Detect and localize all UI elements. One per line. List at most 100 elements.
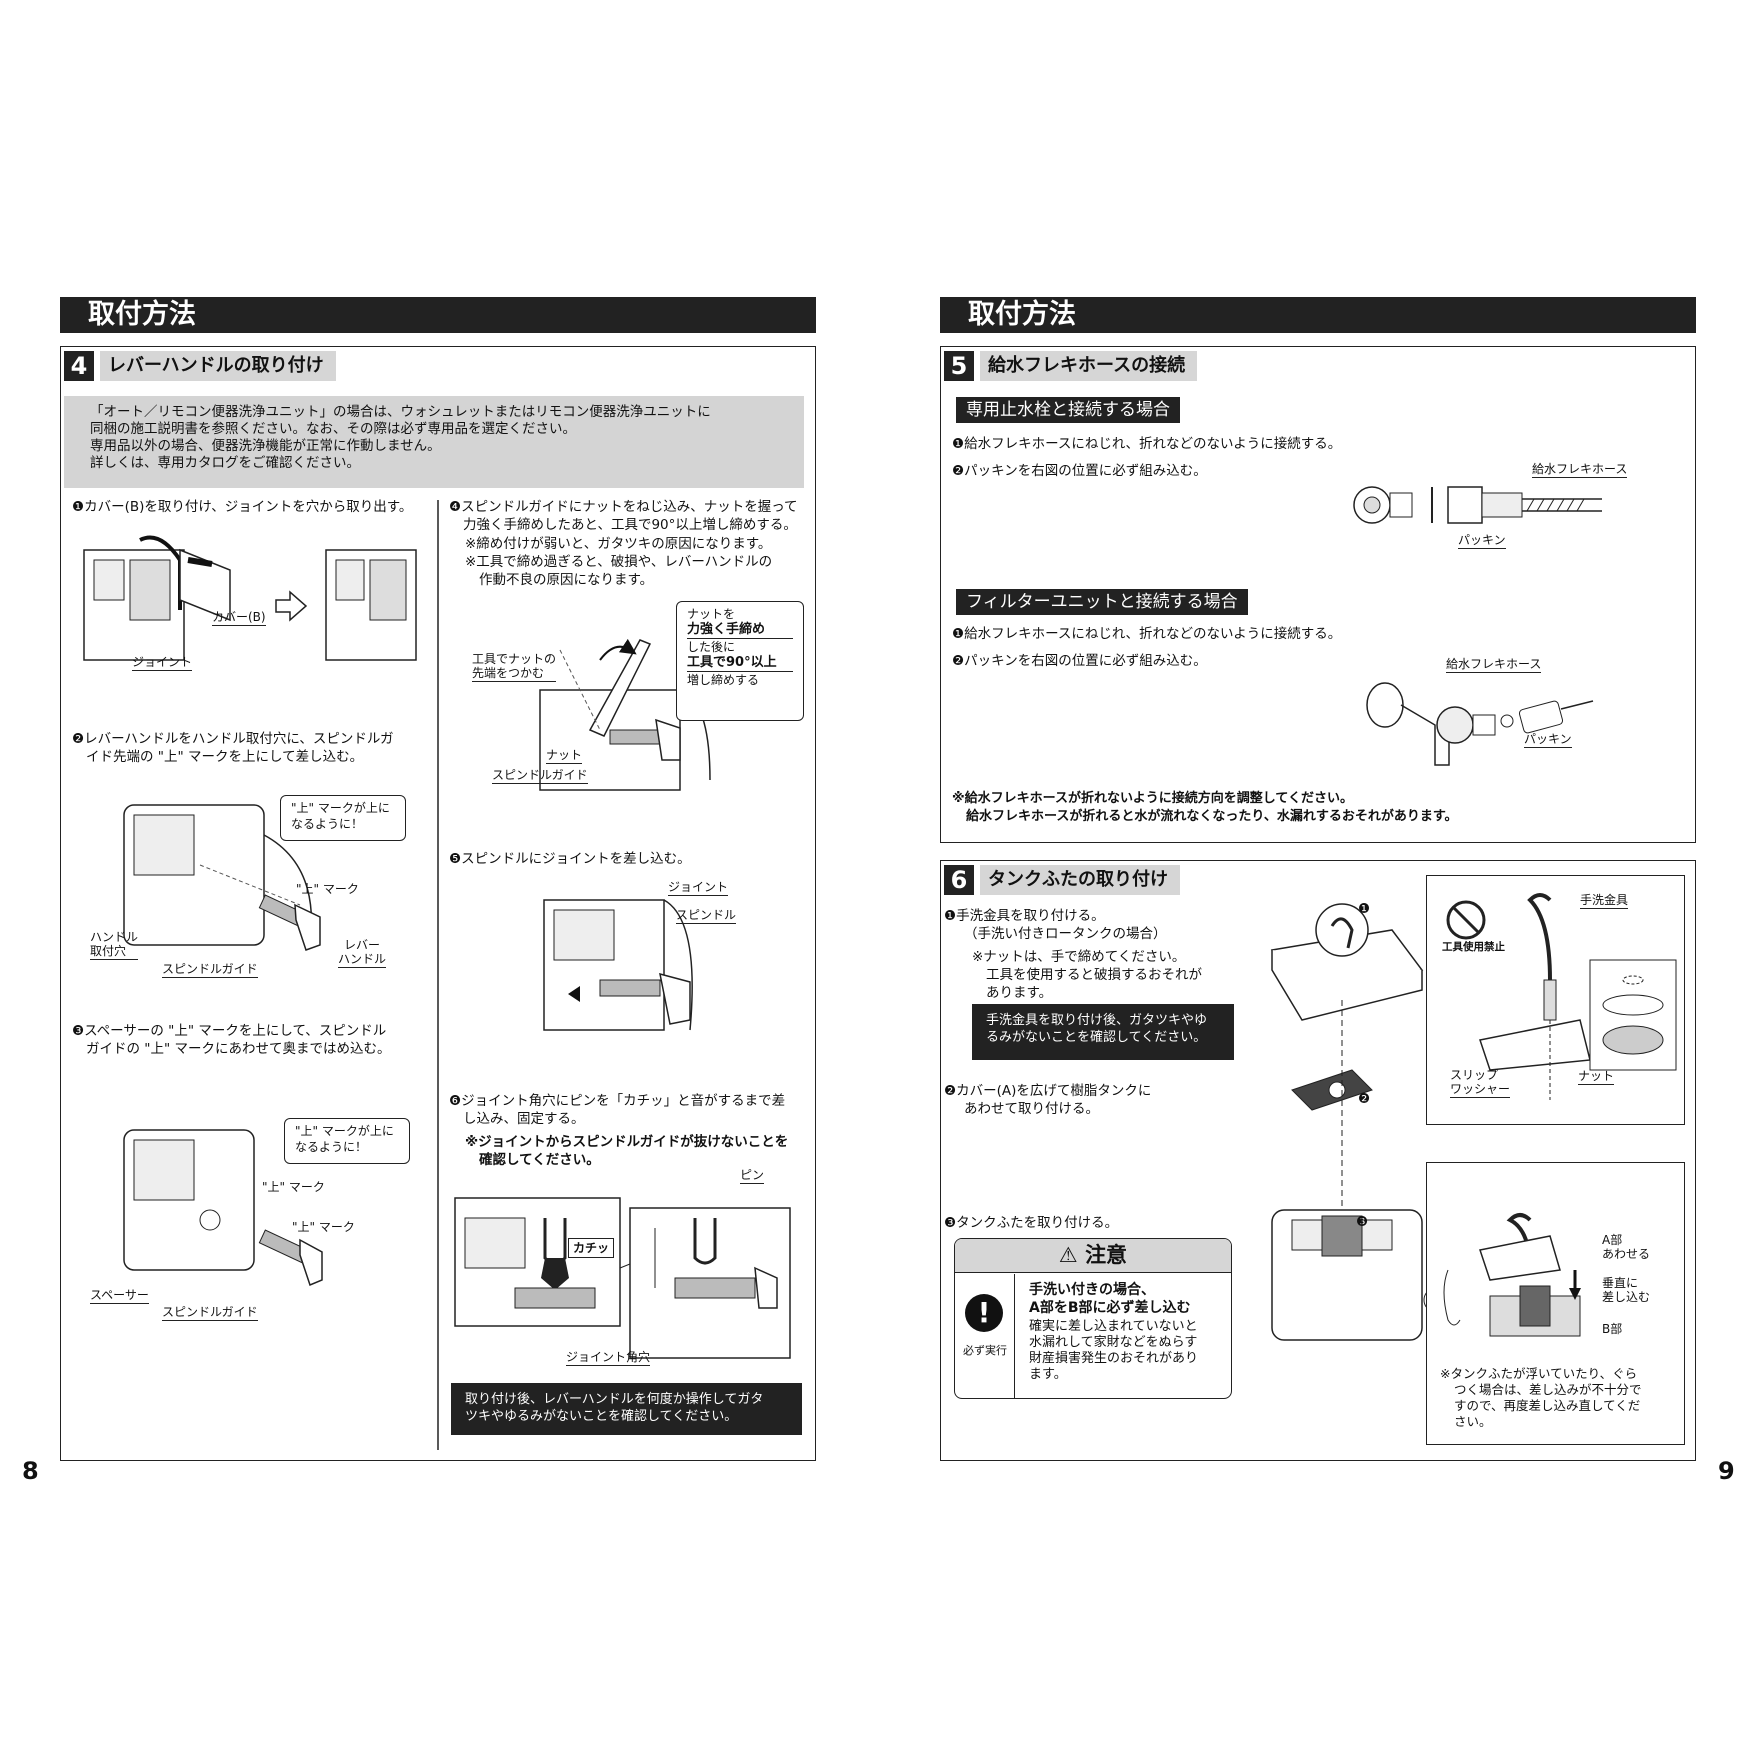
label-spindle-guide: スピンドルガイド	[162, 962, 258, 978]
note-line: ※ジョイントからスピンドルガイドが抜けないことを	[465, 1134, 789, 1150]
step-6-line: し込み、固定する。	[463, 1111, 585, 1127]
s6-check-note: 手洗金具を取り付け後、ガタツキやゆ るみがないことを確認してください。	[972, 1004, 1234, 1060]
label-cover-b: カバー(B)	[212, 610, 266, 626]
bubble-line: 増し締めする	[687, 673, 760, 687]
caution-text: 確実に差し込まれていないと	[1029, 1319, 1198, 1334]
label-insert-vertical: 垂直に 差し込む	[1602, 1276, 1650, 1304]
note-line: 「オート／リモコン便器洗浄ユニット」の場合は、ウォシュレットまたはリモコン便器洗…	[90, 404, 711, 420]
page-number-8: 8	[22, 1457, 39, 1485]
auto-remote-note: 「オート／リモコン便器洗浄ユニット」の場合は、ウォシュレットまたはリモコン便器洗…	[64, 396, 804, 488]
bubble-line: 工具で90°以上	[687, 655, 793, 672]
label-line: A部	[1602, 1233, 1623, 1247]
callout-2: ❷	[1358, 1091, 1371, 1107]
detail-2-illustration	[1443, 1213, 1581, 1337]
label-up-mark: "上" マーク	[296, 882, 359, 896]
caution-text: 水漏れして家財などをぬらす	[1029, 1335, 1198, 1350]
step-6-notes: ※ジョイントからスピンドルガイドが抜けないことを 確認してください。	[465, 1133, 815, 1169]
label-joint-square-hole: ジョイント角穴	[566, 1350, 651, 1366]
step-5-illustration	[543, 899, 693, 1031]
step-3-text: ❸スペーサーの "上" マークを上にして、スピンドル ガイドの "上" マークに…	[72, 1022, 432, 1058]
caution-headline: A部をB部に必ず差し込む	[1029, 1300, 1191, 1316]
sub-head-dedicated-valve: 専用止水栓と接続する場合	[956, 397, 1180, 423]
step-3-line: ❸スペーサーの "上" マークを上にして、スピンドル	[72, 1023, 387, 1039]
section-title: 給水フレキホースの接続	[980, 351, 1198, 381]
label-part-a: A部 あわせる	[1602, 1233, 1650, 1261]
step-4-bubble: ナットを 力強く手締め した後に 工具で90°以上 増し締めする	[676, 601, 804, 721]
right-page-header: 取付方法	[940, 297, 1696, 333]
s6-step-1-text: ❶手洗金具を取り付ける。 （手洗い付きロータンクの場合）	[944, 907, 1244, 943]
label-spindle: スピンドル	[676, 908, 737, 924]
section-number: 4	[64, 351, 94, 381]
label-line: 差し込む	[1602, 1290, 1651, 1304]
step-line: ❷パッキンを右図の位置に必ず組み込む。	[952, 463, 1207, 479]
section-4-heading: 4 レバーハンドルの取り付け	[64, 349, 336, 383]
label-click: カチッ	[568, 1238, 615, 1258]
step-4-line: ❹スピンドルガイドにナットをねじ込み、ナットを握って	[449, 499, 798, 515]
step-4-illustration	[539, 638, 711, 791]
sub2-illustration	[1366, 682, 1594, 766]
step-3-illustration	[123, 1129, 323, 1287]
step-line: ❶給水フレキホースにねじれ、折れなどのないように接続する。	[952, 626, 1342, 642]
caution-box: ⚠ 注意 ! 必ず実行 手洗い付きの場合、 A部をB部に必ず差し込む 確実に差し…	[954, 1238, 1232, 1399]
bubble-line: "上" マークが上に	[291, 801, 390, 815]
label-hose-1: 給水フレキホース	[1532, 462, 1628, 478]
label-line: 工具でナットの	[472, 652, 557, 666]
step-6-illustration	[454, 1197, 791, 1359]
left-page-header: 取付方法	[60, 297, 816, 333]
step-3-line: ガイドの "上" マークにあわせて奥まではめ込む。	[86, 1041, 391, 1057]
note-line: ツキやゆるみがないことを確認してください。	[465, 1409, 738, 1424]
column-divider	[437, 500, 439, 1450]
step-2-line: ❷レバーハンドルをハンドル取付穴に、スピンドルガ	[72, 731, 394, 747]
caution-header: ⚠ 注意	[955, 1239, 1231, 1273]
label-no-tool: 工具使用禁止	[1442, 941, 1505, 953]
note-line: 同梱の施工説明書を参照ください。なお、その際は必ず専用品を選定ください。	[90, 421, 576, 437]
step-line: ❶給水フレキホースにねじれ、折れなどのないように接続する。	[952, 436, 1342, 452]
bubble-line: "上" マークが上に	[295, 1124, 394, 1138]
label-nut: ナット	[546, 748, 583, 764]
section-title: レバーハンドルの取り付け	[100, 351, 336, 381]
bubble-line: ナットを	[687, 607, 736, 621]
sub1-illustration	[1353, 486, 1602, 524]
caution-text: ます。	[1029, 1367, 1067, 1382]
detail-1-illustration	[1446, 893, 1677, 1100]
caution-text: 財産損害発生のおそれがあり	[1029, 1351, 1199, 1366]
sub-head-filter-unit: フィルターユニットと接続する場合	[956, 589, 1248, 615]
note-line: 手洗金具を取り付け後、ガタツキやゆ	[986, 1013, 1208, 1028]
section-5-heading: 5 給水フレキホースの接続	[944, 349, 1198, 383]
label-lever-handle: レバー ハンドル	[338, 938, 387, 968]
detail-2-note: ※タンクふたが浮いていたり、ぐら つく場合は、差し込みが不十分で すので、再度差…	[1440, 1366, 1680, 1430]
must-label: 必ず実行	[963, 1344, 1007, 1357]
label-line: ワッシャー	[1450, 1082, 1511, 1096]
note-line: すので、再度差し込み直してくだ	[1454, 1398, 1641, 1413]
page-number-9: 9	[1718, 1457, 1735, 1485]
step-6-text: ❻ジョイント角穴にピンを「カチッ」と音がするまで差 し込み、固定する。	[449, 1092, 809, 1128]
label-line: スリップ	[1450, 1068, 1499, 1082]
note-line: ※締め付けが弱いと、ガタツキの原因になります。	[465, 536, 772, 552]
note-line: るみがないことを確認してください。	[986, 1030, 1207, 1045]
step-line: （手洗い付きロータンクの場合）	[964, 926, 1167, 942]
tank-lid-illustration	[1270, 903, 1441, 1341]
label-joint-2: ジョイント	[668, 880, 729, 896]
label-pin: ピン	[740, 1168, 765, 1184]
step-2-text: ❷レバーハンドルをハンドル取付穴に、スピンドルガ イド先端の "上" マークを上…	[72, 730, 432, 766]
label-spacer: スペーサー	[90, 1288, 149, 1304]
label-up-mark-1: "上" マーク	[262, 1180, 325, 1194]
caution-title: 注意	[1085, 1243, 1128, 1267]
label-tool-grip: 工具でナットの 先端をつかむ	[472, 652, 557, 682]
note-line: 工具を使用すると破損するおそれが	[986, 967, 1202, 983]
note-line: 作動不良の原因になります。	[479, 572, 654, 588]
label-faucet-fitting: 手洗金具	[1580, 893, 1629, 909]
step-4-text: ❹スピンドルガイドにナットをねじ込み、ナットを握って 力強く手締めしたあと、工具…	[449, 498, 814, 534]
step-2-illustration	[123, 804, 321, 951]
exclamation-icon: !	[965, 1294, 1003, 1332]
step-6-line: ❻ジョイント角穴にピンを「カチッ」と音がするまで差	[449, 1093, 786, 1109]
bubble-line: なるように！	[295, 1140, 368, 1154]
label-spindle-guide-2: スピンドルガイド	[162, 1305, 258, 1321]
step-1-illustration	[83, 535, 417, 661]
label-line: ハンドル	[90, 930, 139, 944]
label-slip-washer: スリップ ワッシャー	[1450, 1068, 1511, 1098]
warning-triangle-icon: ⚠	[1058, 1243, 1078, 1267]
step-2-bubble: "上" マークが上に なるように！	[280, 795, 406, 841]
label-handle-hole: ハンドル 取付穴	[90, 930, 139, 960]
final-check-note: 取り付け後、レバーハンドルを何度か操作してガタ ツキやゆるみがないことを確認して…	[451, 1383, 802, 1435]
